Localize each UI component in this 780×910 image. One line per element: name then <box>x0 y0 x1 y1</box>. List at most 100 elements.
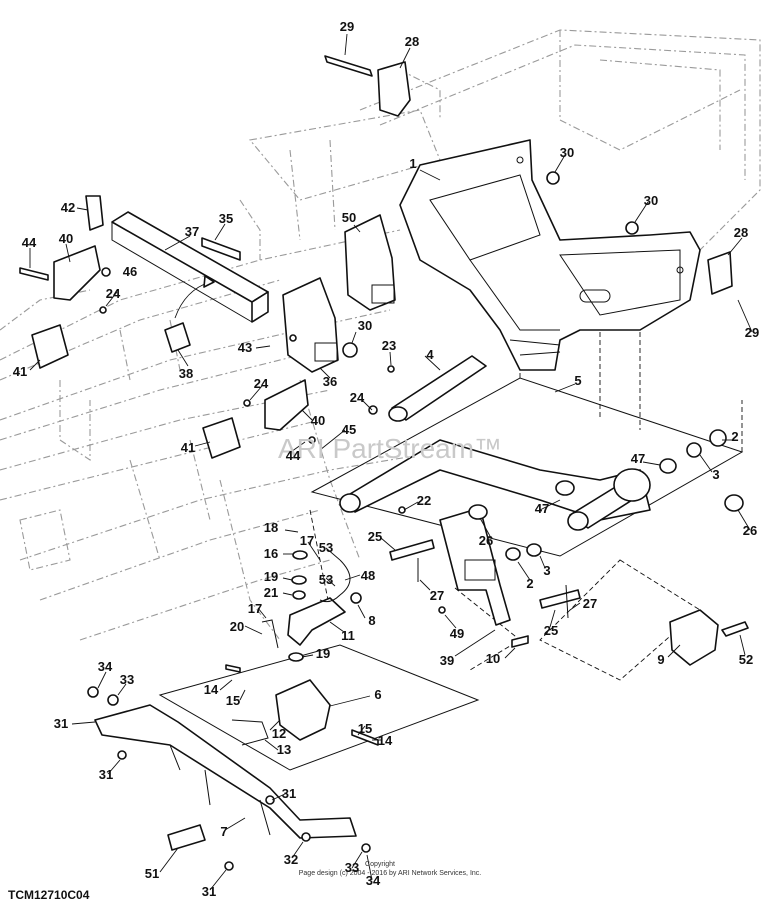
clip-part-28-right <box>707 251 733 295</box>
callout-23[interactable]: 23 <box>382 338 396 353</box>
bracket-part-36 <box>282 277 339 373</box>
hitch-frame-part-1 <box>399 139 701 371</box>
callout-33[interactable]: 33 <box>120 672 134 687</box>
callout-26[interactable]: 26 <box>479 533 493 548</box>
callout-30[interactable]: 30 <box>358 318 372 333</box>
bolt-part-52 <box>721 621 749 637</box>
callout-17[interactable]: 17 <box>300 533 314 548</box>
callout-6[interactable]: 6 <box>374 687 381 702</box>
callout-27[interactable]: 27 <box>430 588 444 603</box>
lift-arm-part-5 <box>344 439 651 521</box>
callout-52[interactable]: 52 <box>739 652 753 667</box>
callout-45[interactable]: 45 <box>342 422 356 437</box>
callout-47[interactable]: 47 <box>631 451 645 466</box>
callout-48[interactable]: 48 <box>361 568 375 583</box>
diagram-code: TCM12710C04 <box>8 888 90 902</box>
callout-22[interactable]: 22 <box>417 493 431 508</box>
callout-26[interactable]: 26 <box>743 523 757 538</box>
cross-tube-part-37 <box>111 211 269 323</box>
clip-part-28-top <box>377 61 411 117</box>
rockshaft-part-7 <box>94 704 357 839</box>
watermark: ARI PartStream™ <box>278 433 502 464</box>
callout-34[interactable]: 34 <box>98 659 113 674</box>
callout-30[interactable]: 30 <box>560 145 574 160</box>
callout-41[interactable]: 41 <box>181 440 195 455</box>
pad-part-41-right <box>202 417 241 459</box>
callout-38[interactable]: 38 <box>179 366 193 381</box>
callout-31[interactable]: 31 <box>99 767 113 782</box>
callout-11[interactable]: 11 <box>341 628 355 643</box>
leader-lines <box>29 33 753 891</box>
callout-7[interactable]: 7 <box>220 824 227 839</box>
callout-3[interactable]: 3 <box>712 467 719 482</box>
callout-40[interactable]: 40 <box>311 413 325 428</box>
callout-36[interactable]: 36 <box>323 374 337 389</box>
hook-part-42 <box>85 195 104 231</box>
callout-14[interactable]: 14 <box>204 682 219 697</box>
callout-28[interactable]: 28 <box>405 34 419 49</box>
callout-37[interactable]: 37 <box>185 224 199 239</box>
callout-2[interactable]: 2 <box>731 429 738 444</box>
callout-21[interactable]: 21 <box>264 585 278 600</box>
callout-25[interactable]: 25 <box>544 623 558 638</box>
callout-40[interactable]: 40 <box>59 231 73 246</box>
callout-47[interactable]: 47 <box>535 501 549 516</box>
callout-16[interactable]: 16 <box>264 546 278 561</box>
pin-part-20 <box>261 619 279 649</box>
callout-34[interactable]: 34 <box>366 873 381 888</box>
bracket-part-50 <box>344 214 396 311</box>
callout-13[interactable]: 13 <box>277 742 291 757</box>
rod-part-25-top <box>389 539 435 561</box>
callout-30[interactable]: 30 <box>644 193 658 208</box>
callout-24[interactable]: 24 <box>350 390 365 405</box>
callout-43[interactable]: 43 <box>238 340 252 355</box>
callout-41[interactable]: 41 <box>13 364 27 379</box>
callout-4[interactable]: 4 <box>426 347 434 362</box>
callout-19[interactable]: 19 <box>264 569 278 584</box>
callout-28[interactable]: 28 <box>734 225 748 240</box>
callout-27[interactable]: 27 <box>583 596 597 611</box>
callout-8[interactable]: 8 <box>368 613 375 628</box>
callout-19[interactable]: 19 <box>316 646 330 661</box>
brackets <box>31 61 733 459</box>
callout-53[interactable]: 53 <box>319 572 333 587</box>
callout-51[interactable]: 51 <box>145 866 159 881</box>
callout-32[interactable]: 32 <box>284 852 298 867</box>
callout-10[interactable]: 10 <box>486 651 500 666</box>
callout-24[interactable]: 24 <box>106 286 121 301</box>
callout-18[interactable]: 18 <box>264 520 278 535</box>
callout-12[interactable]: 12 <box>272 726 286 741</box>
callout-50[interactable]: 50 <box>342 210 356 225</box>
callout-24[interactable]: 24 <box>254 376 269 391</box>
callout-29[interactable]: 29 <box>745 325 759 340</box>
callout-46[interactable]: 46 <box>123 264 137 279</box>
callout-49[interactable]: 49 <box>450 626 464 641</box>
callout-31[interactable]: 31 <box>54 716 68 731</box>
callout-17[interactable]: 17 <box>248 601 262 616</box>
callout-25[interactable]: 25 <box>368 529 382 544</box>
callout-2[interactable]: 2 <box>526 576 533 591</box>
callout-3[interactable]: 3 <box>543 563 550 578</box>
callout-15[interactable]: 15 <box>358 721 372 736</box>
bracket-part-40-left <box>53 245 101 301</box>
lift-block-part-6 <box>275 679 331 741</box>
callout-1[interactable]: 1 <box>409 156 416 171</box>
callout-35[interactable]: 35 <box>219 211 233 226</box>
callout-53[interactable]: 53 <box>319 540 333 555</box>
callout-39[interactable]: 39 <box>440 653 454 668</box>
callout-15[interactable]: 15 <box>226 693 240 708</box>
callout-9[interactable]: 9 <box>657 652 664 667</box>
callout-20[interactable]: 20 <box>230 619 244 634</box>
elbow-part-11 <box>287 597 346 646</box>
callout-29[interactable]: 29 <box>340 19 354 34</box>
callout-14[interactable]: 14 <box>378 733 393 748</box>
callout-31[interactable]: 31 <box>282 786 296 801</box>
callout-31[interactable]: 31 <box>202 884 216 899</box>
callout-33[interactable]: 33 <box>345 860 359 875</box>
wire-part-53 <box>319 559 351 603</box>
callout-44[interactable]: 44 <box>286 448 301 463</box>
callout-42[interactable]: 42 <box>61 200 75 215</box>
callout-44[interactable]: 44 <box>22 235 37 250</box>
callout-5[interactable]: 5 <box>574 373 581 388</box>
